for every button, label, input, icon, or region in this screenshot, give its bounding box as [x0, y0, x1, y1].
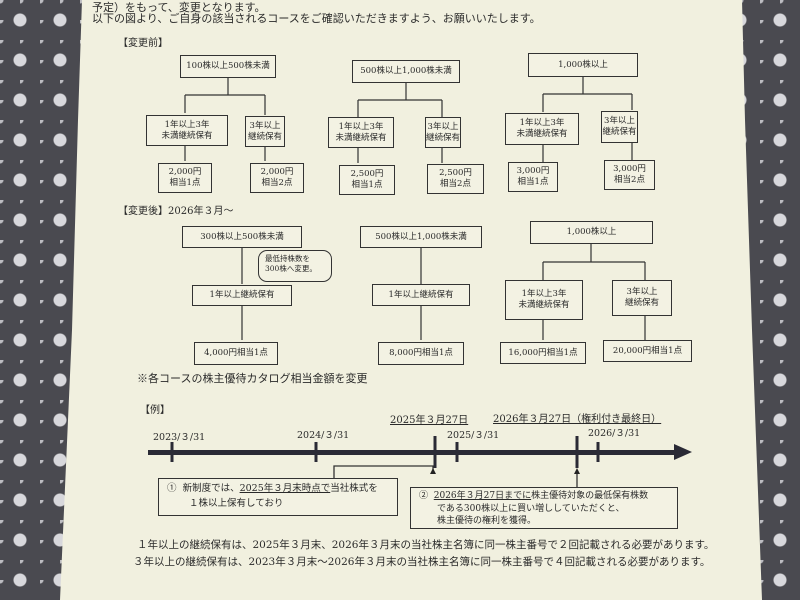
before-tier-1-short-hold: 1年以上3年未満継続保有 [146, 115, 228, 146]
date-2026: 2026/３/31 [588, 428, 641, 439]
before-tier-2-short-hold: 1年以上3年未満継続保有 [328, 117, 394, 148]
intro-line-1: 予定）をもって、変更となります。 [92, 1, 266, 14]
after-tier-1-hold: 1年以上継続保有 [192, 285, 292, 306]
timeline-arrowhead [674, 444, 692, 460]
after-tier-3-box: 1,000株以上 [530, 221, 653, 244]
footer-line-1: １年以上の継続保有は、2025年３月末、2026年３月末の当社株主名簿に同一株主… [137, 539, 715, 551]
after-tier-1-box: 300株以上500株未満 [182, 226, 302, 248]
after-heading: 【変更後】2026年３月～ [118, 206, 234, 217]
marker-2026-03-27: 2026年３月27日（権利付き最終日） [493, 414, 662, 425]
after-tier-3-long-reward: 20,000円相当1点 [603, 340, 692, 362]
date-2023: 2023/３/31 [153, 432, 206, 443]
footer-line-2: ３年以上の継続保有は、2023年３月末～2026年３月末の当社株主名簿に同一株主… [133, 556, 711, 568]
before-heading: 【変更前】 [118, 38, 168, 49]
after-tier-1-reward: 4,000円相当1点 [194, 342, 278, 365]
before-tier-1-box: 100株以上500株未満 [180, 55, 276, 78]
before-tier-2-long-hold: 3年以上継続保有 [425, 117, 461, 148]
before-tier-2-long-reward: 2,500円相当2点 [427, 164, 484, 194]
example-step-1-box: ① 新制度では、2025年３月末時点で当社株式を １株以上保有しており [158, 478, 398, 516]
after-tier-3-short-hold: 1年以上3年未満継続保有 [505, 280, 583, 320]
date-2024: 2024/３/31 [297, 430, 350, 441]
timeline-axis [148, 450, 676, 455]
after-tier-2-hold: 1年以上継続保有 [372, 284, 470, 306]
before-tier-3-long-hold: 3年以上継続保有 [601, 111, 638, 143]
before-tier-1-long-hold: 3年以上継続保有 [245, 116, 285, 147]
after-tier-3-long-hold: 3年以上継続保有 [612, 280, 672, 316]
after-tier-2-reward: 8,000円相当1点 [378, 342, 464, 365]
catalog-note: ※各コースの株主優待カタログ相当金額を変更 [137, 372, 368, 385]
example-heading: 【例】 [140, 405, 170, 416]
date-2025: 2025/３/31 [447, 430, 500, 441]
before-tier-3-long-reward: 3,000円相当2点 [604, 160, 655, 190]
example-step-2-box: ② 2026年３月27日までに株主優待対象の最低保有株数 である300株以上に買… [410, 487, 678, 529]
before-tier-3-box: 1,000株以上 [528, 53, 638, 77]
after-tier-3-short-reward: 16,000円相当1点 [500, 342, 586, 364]
before-tier-3-short-reward: 3,000円相当1点 [508, 162, 558, 192]
before-tier-1-short-reward: 2,000円相当1点 [158, 163, 212, 193]
marker-2025-03-27: 2025年３月27日 [390, 415, 469, 426]
before-tier-2-box: 500株以上1,000株未満 [352, 60, 460, 83]
before-tier-3-short-hold: 1年以上3年未満継続保有 [505, 113, 579, 145]
before-tier-2-short-reward: 2,500円相当1点 [339, 165, 395, 195]
before-tier-1-long-reward: 2,000円相当2点 [250, 163, 304, 193]
after-tier-2-box: 500株以上1,000株未満 [360, 226, 482, 248]
intro-line-2: 以下の図より、ご自身の該当されるコースをご確認いただきますよう、お願いいたします… [92, 12, 541, 25]
